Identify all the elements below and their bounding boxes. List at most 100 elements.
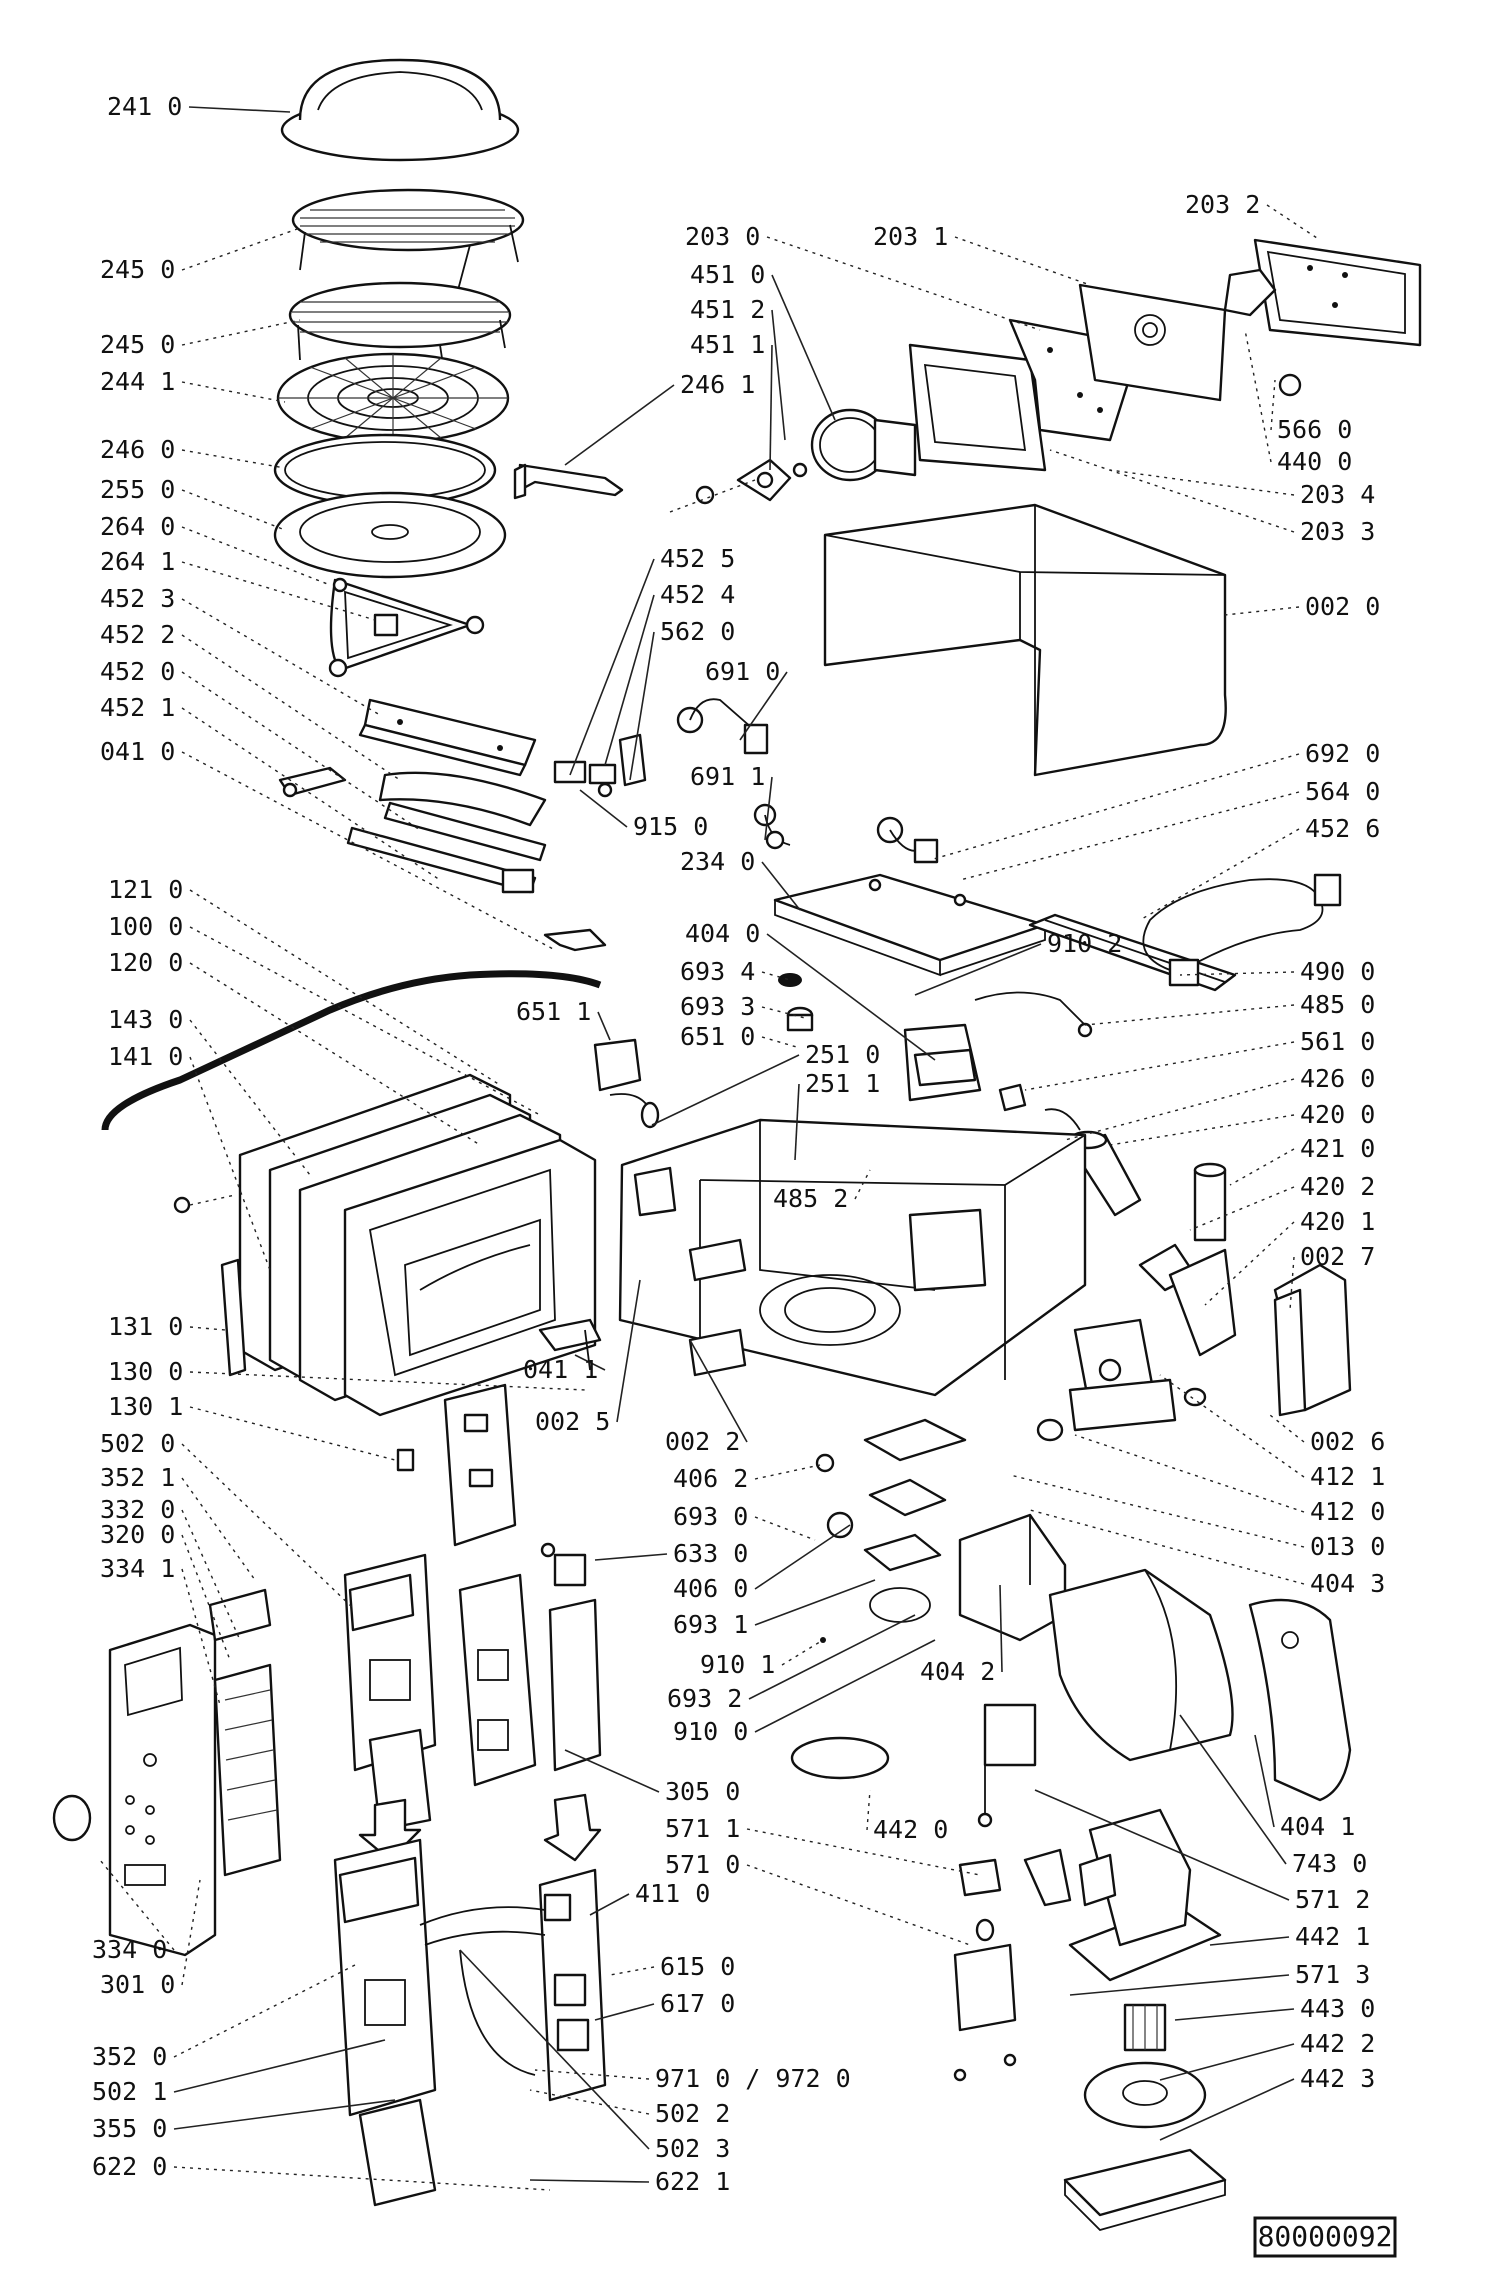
part-label: 693 4 — [680, 957, 755, 986]
part-label: 692 0 — [1305, 739, 1380, 768]
leader-line — [564, 384, 675, 466]
part-label: 245 0 — [100, 330, 175, 359]
leader-line — [181, 1534, 231, 1661]
leader-line — [1009, 1474, 1305, 1548]
leader-line — [181, 227, 301, 271]
filter-tray — [1063, 2148, 1227, 2232]
part-label: 452 6 — [1305, 814, 1380, 843]
thermal-cutout — [977, 1703, 1037, 1828]
part-label: 622 0 — [92, 2152, 167, 2181]
leader-line — [754, 1579, 876, 1626]
heater-reflector — [378, 771, 547, 827]
part-label: 502 0 — [100, 1429, 175, 1458]
part-label: 234 0 — [680, 847, 755, 876]
leader-line — [189, 926, 541, 1116]
part-label: 561 0 — [1300, 1027, 1375, 1056]
outer-cabinet — [823, 503, 1227, 777]
leader-line — [181, 319, 301, 346]
leader-line — [771, 309, 786, 441]
part-label: 203 3 — [1300, 517, 1375, 546]
part-label: 041 1 — [523, 1355, 598, 1384]
part-label: 452 5 — [660, 544, 735, 573]
magnetron-gasket — [1036, 1418, 1064, 1442]
part-label: 915 0 — [633, 812, 708, 841]
switch-board — [458, 1573, 537, 1787]
part-label: 352 0 — [92, 2042, 167, 2071]
leader-line — [181, 381, 286, 403]
oven-cavity — [618, 1118, 1087, 1397]
part-label: 002 6 — [1310, 1427, 1385, 1456]
mains-switch — [953, 1918, 1017, 2082]
part-label: 485 0 — [1300, 990, 1375, 1019]
part-label: 442 2 — [1300, 2029, 1375, 2058]
part-label: 564 0 — [1305, 777, 1380, 806]
heater-clip — [278, 766, 347, 798]
part-label: 002 0 — [1305, 592, 1380, 621]
part-label: 571 1 — [665, 1814, 740, 1843]
leader-line — [754, 1524, 851, 1590]
leader-line — [761, 1036, 801, 1049]
part-label: 693 1 — [673, 1610, 748, 1639]
leader-line — [181, 634, 401, 781]
display-board-upper — [343, 1553, 437, 1772]
display-strip — [208, 1588, 272, 1642]
part-label: 264 1 — [100, 547, 175, 576]
leader-line — [529, 2089, 650, 2115]
roller-support — [328, 577, 485, 678]
part-label: 251 1 — [805, 1069, 880, 1098]
part-label: 502 2 — [655, 2099, 730, 2128]
part-label: 452 3 — [100, 584, 175, 613]
leader-line — [181, 1509, 241, 1641]
leader-line — [781, 1639, 824, 1666]
fuse-holder — [1278, 373, 1302, 397]
part-label: 141 0 — [108, 1042, 183, 1071]
part-label: 691 1 — [690, 762, 765, 791]
ribbon-cable — [419, 1906, 546, 1926]
part-label: 615 0 — [660, 1952, 735, 1981]
part-label: 251 0 — [805, 1040, 880, 1069]
part-label: 120 0 — [108, 948, 183, 977]
leader-line — [1229, 1148, 1295, 1186]
part-label: 203 2 — [1185, 190, 1260, 219]
leader-line — [1109, 469, 1295, 496]
leader-line — [748, 1614, 916, 1700]
part-label: 246 0 — [100, 435, 175, 464]
part-label: 451 1 — [690, 330, 765, 359]
leader-line — [999, 1584, 1003, 1673]
part-label: 420 0 — [1300, 1100, 1375, 1129]
part-label: 041 0 — [100, 737, 175, 766]
part-label: 013 0 — [1310, 1532, 1385, 1561]
leader-line — [1270, 379, 1276, 431]
part-label: 502 3 — [655, 2134, 730, 2163]
leader-line — [574, 1354, 606, 1371]
leader-line — [754, 1464, 821, 1480]
key-plate-lower — [358, 2098, 437, 2207]
door-latch-bracket — [538, 1318, 602, 1371]
stirrer-ring — [810, 408, 917, 482]
leader-line — [189, 1019, 311, 1176]
leader-line — [1159, 2043, 1295, 2081]
air-duct-3 — [1048, 1568, 1234, 1762]
leader-line — [1174, 2008, 1295, 2021]
part-label: 002 5 — [535, 1407, 610, 1436]
rack-lower — [288, 281, 512, 379]
part-label: 743 0 — [1292, 1849, 1367, 1878]
part-label: 420 1 — [1300, 1207, 1375, 1236]
leader-line — [1266, 204, 1321, 241]
leader-line — [766, 933, 936, 1061]
leader-line — [1034, 1789, 1290, 1901]
part-label: 121 0 — [108, 875, 183, 904]
leader-line — [761, 971, 791, 981]
leader-line — [189, 889, 501, 1086]
leader-line — [754, 1516, 816, 1541]
waveguide-cover-3 — [908, 343, 1047, 472]
stirrer-fan — [736, 458, 808, 502]
leader-line — [189, 1371, 586, 1391]
leader-line — [181, 526, 331, 586]
leader-line — [189, 1326, 226, 1331]
leader-line — [1189, 1186, 1295, 1231]
fan-guard-foot — [1183, 1387, 1207, 1407]
interlock-bracket — [396, 1383, 517, 1547]
